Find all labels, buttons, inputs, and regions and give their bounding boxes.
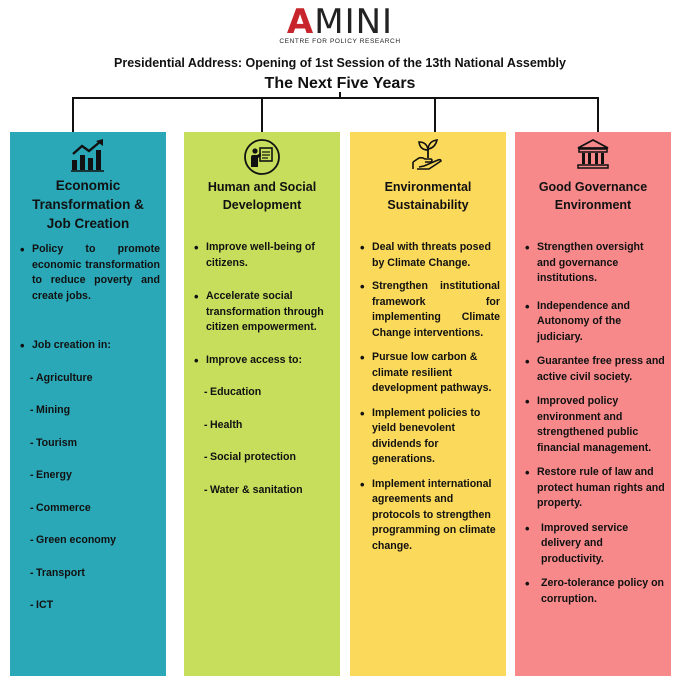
column-body: Deal with threats posed by Climate Chang… — [358, 240, 500, 554]
list-item: Implement international agreements and p… — [358, 477, 500, 555]
column-heading: Human and Social Development — [207, 180, 317, 212]
list-item: Zero-tolerance policy on corruption. — [523, 576, 665, 607]
column-economic: Economic Transformation & Job Creation P… — [10, 132, 166, 676]
list-item: Social protection — [192, 450, 334, 466]
column-heading: Economic Transformation & Job Creation — [32, 178, 144, 231]
column-environmental: Environmental Sustainability Deal with t… — [350, 132, 506, 676]
column-human-social: Human and Social Development Improve wel… — [184, 132, 340, 676]
list-item: Guarantee free press and active civil so… — [523, 354, 665, 385]
logo-wordmark: AMINI — [286, 2, 394, 42]
list-item: Green economy — [18, 533, 160, 549]
list-item: Commerce — [18, 501, 160, 517]
list-item: Policy to promote economic transformatio… — [18, 242, 160, 304]
list-item: Tourism — [18, 436, 160, 452]
list-item: Independence and Autonomy of the judicia… — [523, 299, 665, 346]
list-item: Energy — [18, 468, 160, 484]
government-building-icon — [515, 138, 671, 177]
column-body: Improve well-being of citizens. Accelera… — [192, 240, 334, 498]
hand-plant-icon — [350, 138, 506, 177]
list-item: Pursue low carbon & climate resilient de… — [358, 350, 500, 397]
list-item: Improve access to: — [192, 353, 334, 369]
growth-chart-icon — [10, 138, 166, 177]
page-title: The Next Five Years — [264, 75, 416, 92]
column-heading: Environmental Sustainability — [384, 180, 472, 212]
logo-subtitle: CENTRE FOR POLICY RESEARCH — [279, 38, 401, 45]
column-body: Strengthen oversight and governance inst… — [523, 240, 665, 607]
list-item: Restore rule of law and protect human ri… — [523, 465, 665, 512]
presenter-board-icon — [184, 138, 340, 181]
list-item: Education — [192, 385, 334, 401]
list-item: Job creation in: — [18, 338, 160, 354]
list-item: Water & sanitation — [192, 483, 334, 499]
list-item: Strengthen institutional framework for i… — [358, 279, 500, 341]
list-item: Implement policies to yield benevolent d… — [358, 406, 500, 468]
list-item: Transport — [18, 566, 160, 582]
list-item: Mining — [18, 403, 160, 419]
list-item: Health — [192, 418, 334, 434]
list-item: Agriculture — [18, 371, 160, 387]
column-governance: Good Governance Environment Strengthen o… — [515, 132, 671, 676]
column-heading: Good Governance Environment — [538, 180, 648, 212]
list-item: Improved policy environment and strength… — [523, 394, 665, 456]
list-item: Improved service delivery and productivi… — [523, 521, 665, 568]
list-item: Deal with threats posed by Climate Chang… — [358, 240, 500, 271]
connector-lines — [72, 92, 599, 132]
amini-logo: AMINI CENTRE FOR POLICY RESEARCH — [0, 4, 680, 45]
list-item: ICT — [18, 598, 160, 614]
list-item: Accelerate social transformation through… — [192, 289, 334, 336]
list-item: Strengthen oversight and governance inst… — [523, 240, 665, 287]
column-body: Policy to promote economic transformatio… — [18, 242, 160, 614]
list-item: Improve well-being of citizens. — [192, 240, 334, 271]
page-subtitle: Presidential Address: Opening of 1st Ses… — [114, 56, 566, 70]
